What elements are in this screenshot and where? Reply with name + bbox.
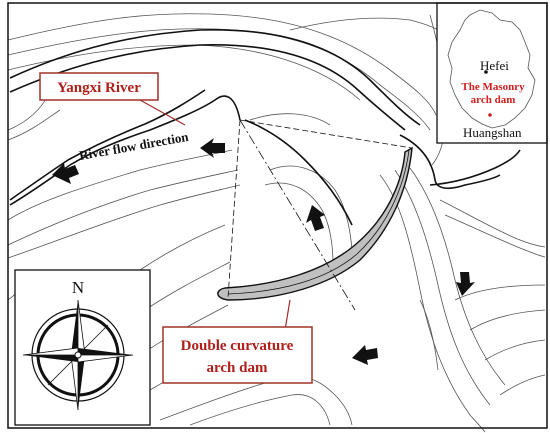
map-border [7, 2, 548, 429]
compass-rose: N [14, 269, 151, 426]
river-name-label: Yangxi River [57, 80, 141, 96]
dam-location-marker [488, 113, 492, 117]
inset-city-huangshan: Huangshan [463, 125, 522, 140]
flow-arrow-downstream [456, 272, 475, 296]
dam-structure [217, 119, 413, 311]
inset-city-hefei: Hefei [480, 58, 509, 73]
dam-type-box [162, 326, 313, 384]
river-name-callout: Yangxi River [39, 72, 186, 126]
flow-arrow-valley-1 [306, 205, 325, 231]
flow-arrows [52, 138, 475, 365]
arch-dam-body [217, 146, 413, 301]
flow-arrow-river-2 [52, 163, 79, 184]
inset-dam-label-line2: arch dam [471, 94, 516, 106]
dam-type-callout: Double curvature arch dam [162, 299, 313, 384]
flow-arrow-valley-2 [352, 345, 378, 365]
dam-centerline [239, 119, 356, 311]
hefei-marker [484, 70, 488, 74]
dam-type-label-line2: arch dam [207, 360, 268, 376]
dam-axis-right [239, 119, 413, 149]
dam-type-label-line1: Double curvature [181, 338, 294, 354]
river-name-box [39, 72, 159, 101]
compass-star [22, 299, 134, 411]
river-banks [9, 29, 521, 226]
flow-arrow-river-1 [200, 138, 225, 158]
province-outline [447, 9, 536, 129]
inset-dam-label-line1: The Masonry [461, 81, 525, 93]
dam-crest-line [227, 149, 410, 295]
north-letter: N [72, 278, 84, 297]
inset-frame [436, 2, 548, 144]
dam-axis-left [227, 119, 241, 299]
inset-map: Hefei The Masonry arch dam Huangshan [436, 2, 548, 144]
